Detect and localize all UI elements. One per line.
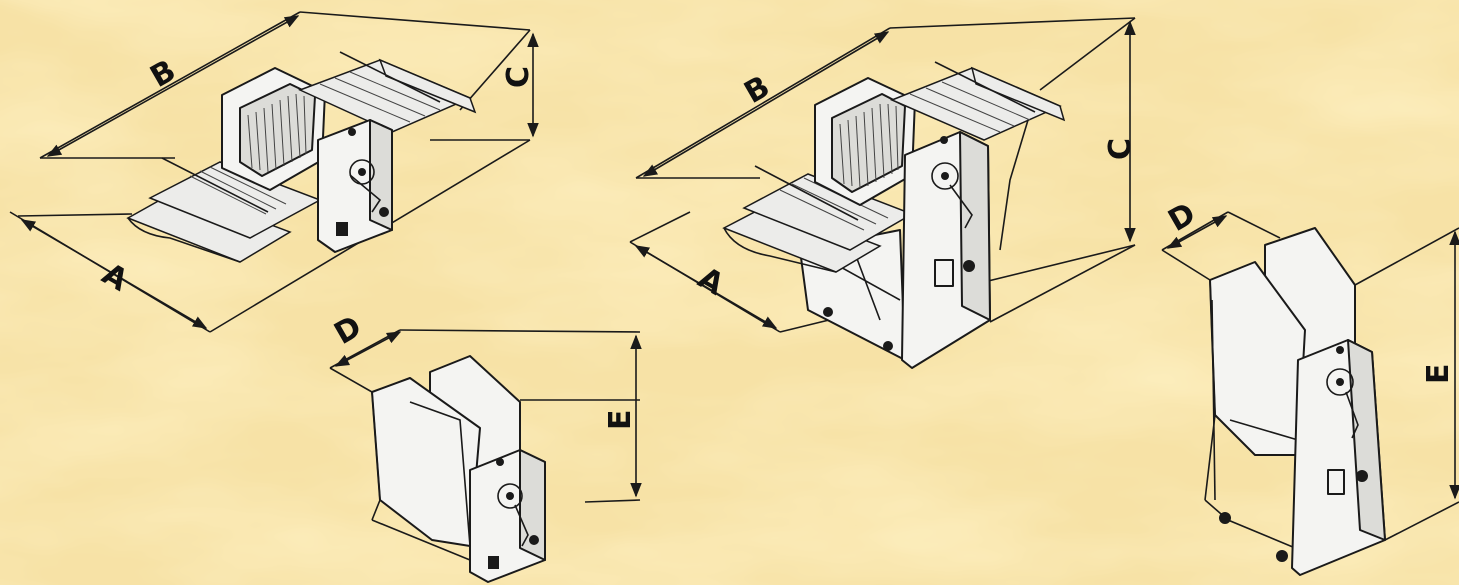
dimension-label-e: E — [1421, 364, 1456, 385]
sheeter-tabletop-folded: D E — [329, 309, 642, 583]
sheeter-machine-bottom-left — [371, 355, 546, 583]
dimension-label-e: E — [603, 410, 638, 431]
sheeter-floor-folded: D E — [1161, 196, 1459, 576]
sheeter-machine-top-left — [126, 51, 477, 263]
sheeter-machine-right — [1204, 227, 1386, 576]
dimension-lines-right — [1161, 211, 1459, 541]
dimension-label-c: C — [1103, 138, 1138, 160]
dimension-label-c: C — [501, 66, 536, 88]
sheeter-machine-center — [722, 61, 1066, 369]
dimension-lines-bottom-left — [329, 329, 642, 503]
